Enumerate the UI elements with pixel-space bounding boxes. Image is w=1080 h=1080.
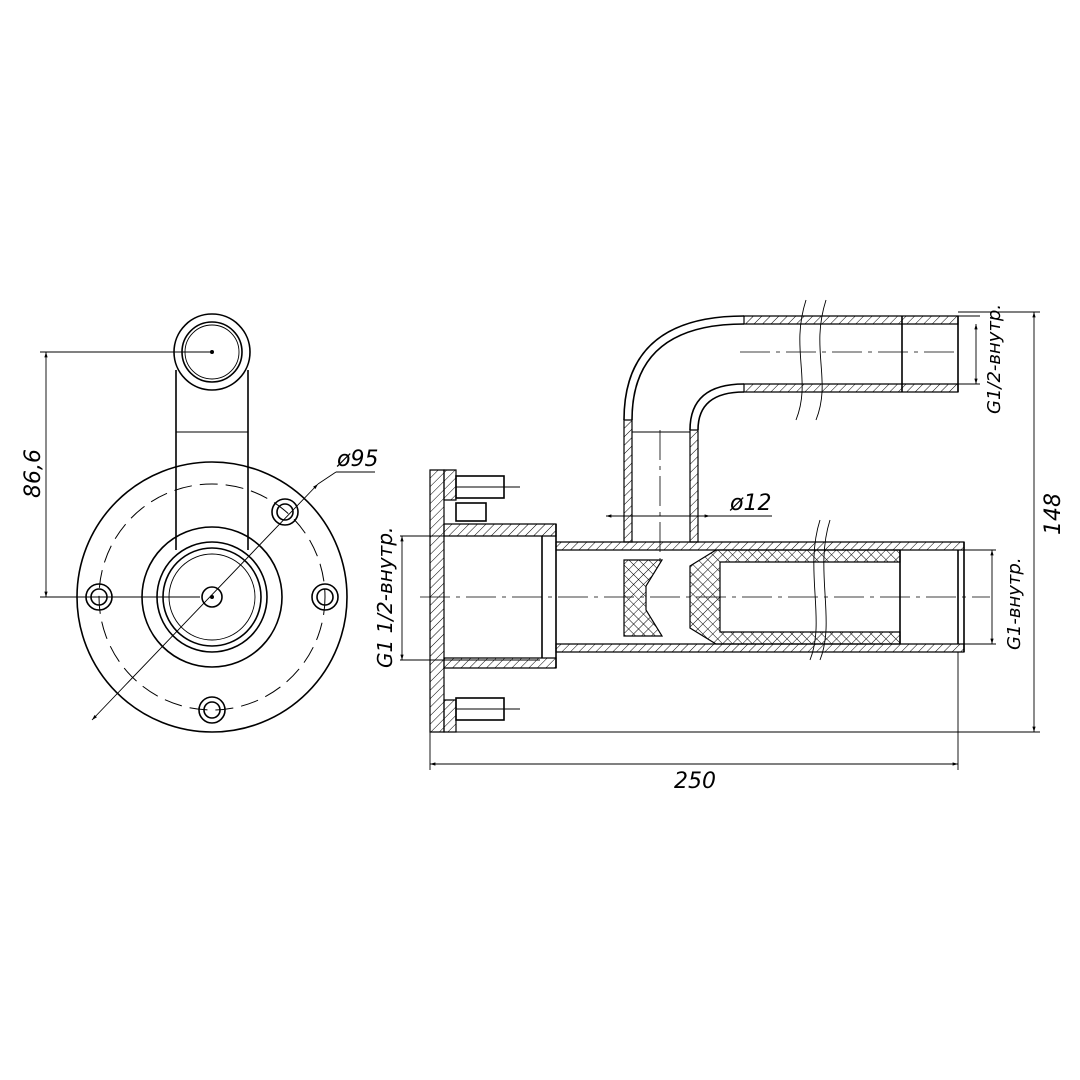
dim-g1-2: G1/2-внутр. bbox=[984, 304, 1005, 414]
dim-g1: G1-внутр. bbox=[1004, 557, 1025, 650]
bolt-hole-top-right bbox=[271, 498, 299, 526]
dim-250: 250 bbox=[674, 769, 716, 794]
dim-148: 148 bbox=[1041, 493, 1066, 535]
dim-d12: ø12 bbox=[729, 491, 771, 516]
dim-g1-1-2: G1 1/2-внутр. bbox=[373, 527, 397, 668]
dim-d95: ø95 bbox=[336, 447, 378, 472]
side-section-view bbox=[400, 299, 1040, 770]
front-view bbox=[40, 313, 375, 733]
dim-86-6: 86,6 bbox=[21, 449, 46, 498]
